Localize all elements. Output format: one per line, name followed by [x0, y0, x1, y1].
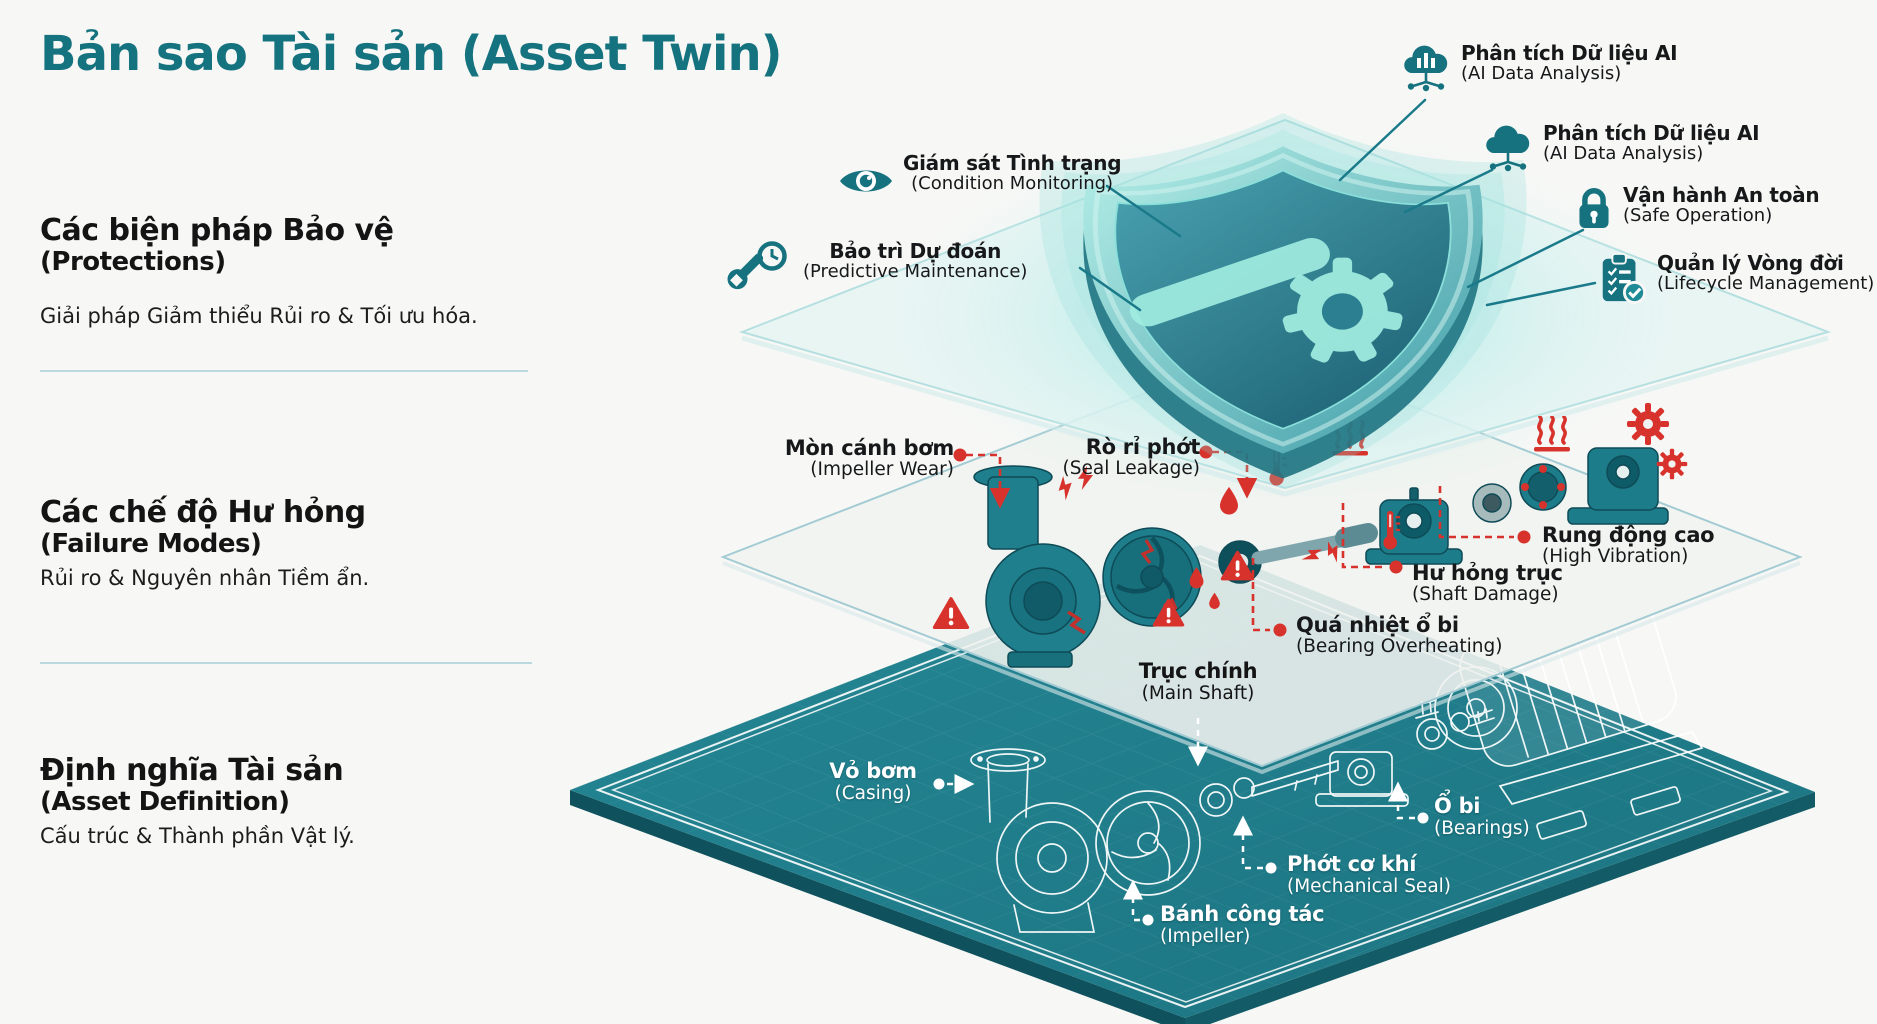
callout-safe-operation: Vận hành An toàn (Safe Operation)	[1574, 183, 1820, 236]
section-failure-desc: Rủi ro & Nguyên nhân Tiềm ẩn.	[40, 565, 370, 590]
callout-label-en: (Safe Operation)	[1623, 205, 1773, 227]
component-label-impeller: Bánh công tác (Impeller)	[1160, 902, 1325, 947]
callout-ai-analysis-2: Phân tích Dữ liệu AI (AI Data Analysis)	[1482, 121, 1760, 178]
section-failure-en: (Failure Modes)	[40, 528, 262, 559]
callout-label-vi: Phân tích Dữ liệu AI	[1543, 121, 1760, 145]
failure-connectors	[966, 450, 1514, 632]
section-asset-definition: Định nghĩa Tài sản (Asset Definition) Cấ…	[40, 754, 520, 848]
shield-gear-logo	[1129, 237, 1403, 363]
cloud-ai-icon	[1482, 122, 1534, 178]
callout-label-vi: Quản lý Vòng đời	[1657, 251, 1844, 275]
protection-connector-lines	[1078, 98, 1597, 312]
section-definition-desc: Cấu trúc & Thành phần Vật lý.	[40, 823, 355, 848]
divider-top	[40, 370, 528, 372]
section-definition-vi: Định nghĩa Tài sản	[40, 753, 344, 788]
section-failure-modes: Các chế độ Hư hỏng (Failure Modes) Rủi r…	[40, 496, 520, 590]
failure-label-bearing-overheating: Quá nhiệt ổ bi (Bearing Overheating)	[1296, 613, 1503, 658]
wrench-clock-icon	[724, 240, 794, 296]
eye-icon	[838, 162, 894, 204]
section-protections: Các biện pháp Bảo vệ (Protections) Giải …	[40, 214, 520, 328]
callout-label-en: (AI Data Analysis)	[1543, 143, 1704, 165]
shield-icon	[1039, 112, 1527, 488]
callout-lifecycle-management: Quản lý Vòng đời (Lifecycle Management)	[1596, 252, 1874, 310]
section-definition-en: (Asset Definition)	[40, 786, 290, 817]
callout-label-en: (Condition Monitoring)	[911, 173, 1114, 195]
section-protections-en: (Protections)	[40, 246, 226, 277]
callout-label-en: (AI Data Analysis)	[1461, 63, 1622, 85]
section-protections-vi: Các biện pháp Bảo vệ	[40, 213, 394, 248]
failure-connector-dots	[953, 445, 1531, 637]
divider-middle	[40, 662, 532, 664]
callout-label-vi: Bảo trì Dự đoán	[829, 239, 1002, 263]
failure-label-high-vibration: Rung động cao (High Vibration)	[1542, 523, 1715, 568]
failure-label-seal-leakage: Rò rỉ phớt (Seal Leakage)	[1062, 435, 1201, 480]
callout-condition-monitoring: Giám sát Tình trạng (Condition Monitorin…	[838, 151, 1122, 204]
component-connector-dots	[933, 778, 1429, 926]
callout-label-vi: Phân tích Dữ liệu AI	[1461, 41, 1678, 65]
cloud-ai-icon	[1400, 42, 1452, 98]
component-label-main-shaft: Trục chính (Main Shaft)	[1138, 659, 1258, 704]
callout-ai-analysis-1: Phân tích Dữ liệu AI (AI Data Analysis)	[1400, 41, 1678, 98]
callout-label-vi: Giám sát Tình trạng	[903, 151, 1122, 175]
callout-predictive-maintenance: Bảo trì Dự đoán (Predictive Maintenance)	[724, 240, 1027, 296]
section-failure-vi: Các chế độ Hư hỏng	[40, 495, 366, 530]
component-connectors	[947, 718, 1415, 922]
page-title: Bản sao Tài sản (Asset Twin)	[40, 26, 783, 82]
clipboard-check-icon	[1596, 252, 1648, 310]
section-protections-desc: Giải pháp Giảm thiểu Rủi ro & Tối ưu hóa…	[40, 303, 478, 328]
component-label-casing: Vỏ bơm (Casing)	[829, 759, 917, 804]
failure-label-shaft-damage: Hư hỏng trục (Shaft Damage)	[1412, 561, 1563, 606]
callout-label-vi: Vận hành An toàn	[1623, 183, 1820, 207]
component-label-bearings: Ổ bi (Bearings)	[1434, 794, 1530, 839]
component-label-mechanical-seal: Phớt cơ khí (Mechanical Seal)	[1287, 852, 1452, 897]
failure-label-impeller-wear: Mòn cánh bơm (Impeller Wear)	[784, 436, 954, 481]
callout-label-en: (Predictive Maintenance)	[803, 261, 1028, 283]
callout-label-en: (Lifecycle Management)	[1657, 273, 1875, 295]
lock-icon	[1574, 184, 1614, 236]
